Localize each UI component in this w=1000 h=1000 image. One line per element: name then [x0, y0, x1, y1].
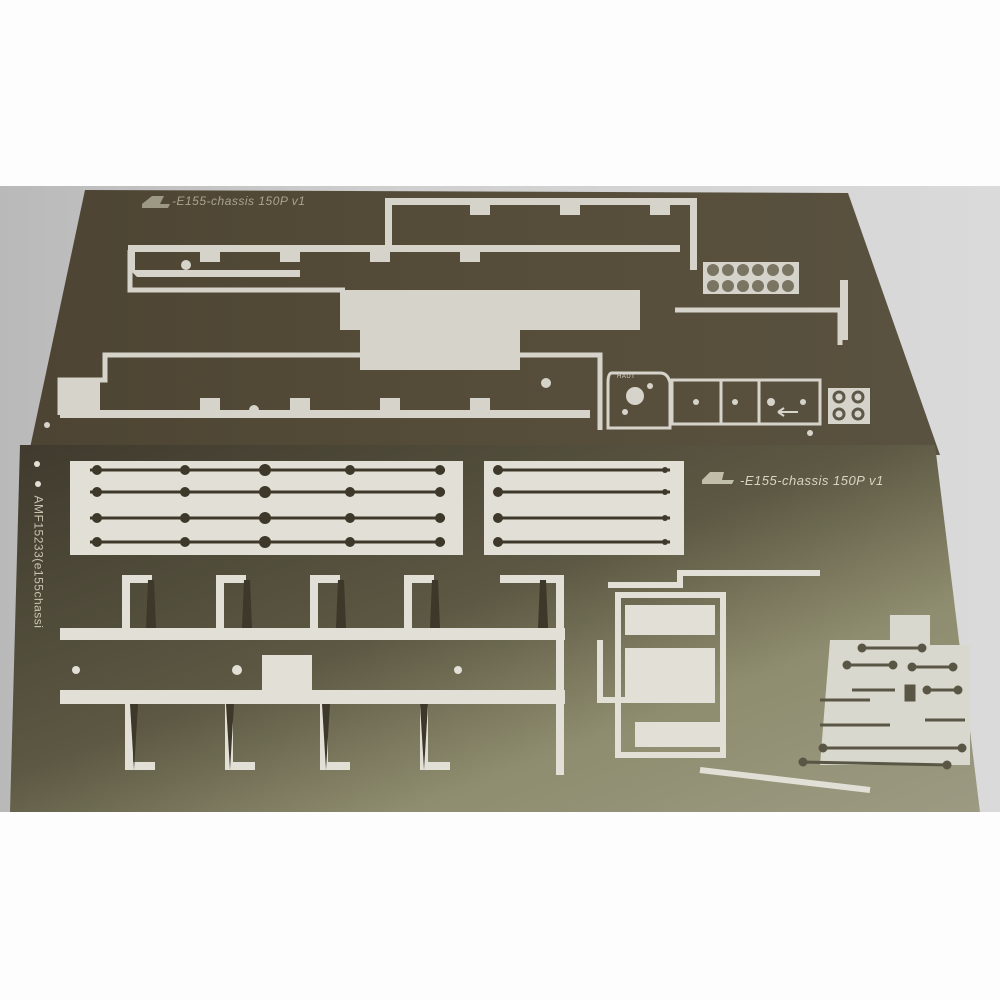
logo-icon — [702, 472, 734, 484]
logo-icon — [142, 196, 170, 208]
arrow-marking — [777, 407, 798, 417]
haut-plate — [606, 371, 672, 430]
upper-sheet — [30, 190, 940, 455]
upper-sheet-label: -E155-chassis 150P v1 — [172, 194, 306, 208]
lower-sheet — [10, 445, 980, 812]
haut-marking: HAUT — [617, 374, 636, 380]
triple-plate — [670, 378, 822, 426]
lower-sheet-label: -E155-chassis 150P v1 — [740, 473, 884, 488]
lower-sheet-side-code: AMF15233(e155chassi — [31, 495, 46, 629]
